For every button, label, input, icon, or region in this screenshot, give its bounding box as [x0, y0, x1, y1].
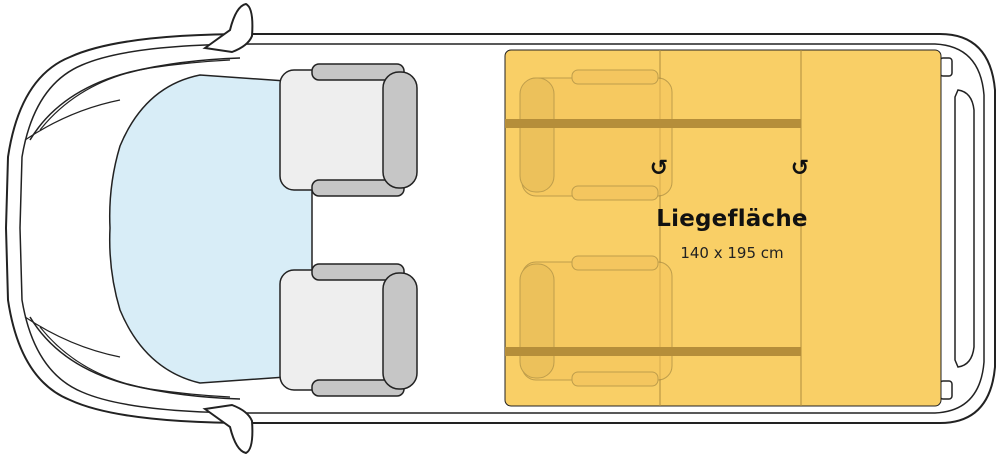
hood-line-top-2	[39, 59, 231, 131]
bed-area-dimensions: 140 x 195 cm	[680, 244, 784, 262]
bed-area-title: Liegefläche	[656, 206, 808, 232]
front-seat-bottom	[279, 263, 418, 397]
hood-line-bottom-2	[39, 326, 231, 398]
hood-crease-top	[24, 99, 121, 141]
mirror-top	[202, 2, 254, 54]
van-inner-line	[19, 43, 985, 414]
bed-rail-bottom	[505, 347, 801, 356]
mirror-bottom	[202, 403, 254, 455]
rear-seat-bottom-ghost	[519, 255, 673, 387]
rotate-icon-left: ↺	[649, 156, 669, 181]
rear-light-bottom	[939, 380, 953, 400]
rear-window	[954, 89, 975, 368]
bed-rail-top	[505, 119, 801, 128]
front-seat-top	[279, 63, 418, 197]
rear-light-top	[939, 57, 953, 77]
rotate-icon-right: ↺	[790, 156, 810, 181]
rear-seat-top-ghost	[519, 69, 673, 201]
hood-crease-bottom	[24, 316, 121, 358]
